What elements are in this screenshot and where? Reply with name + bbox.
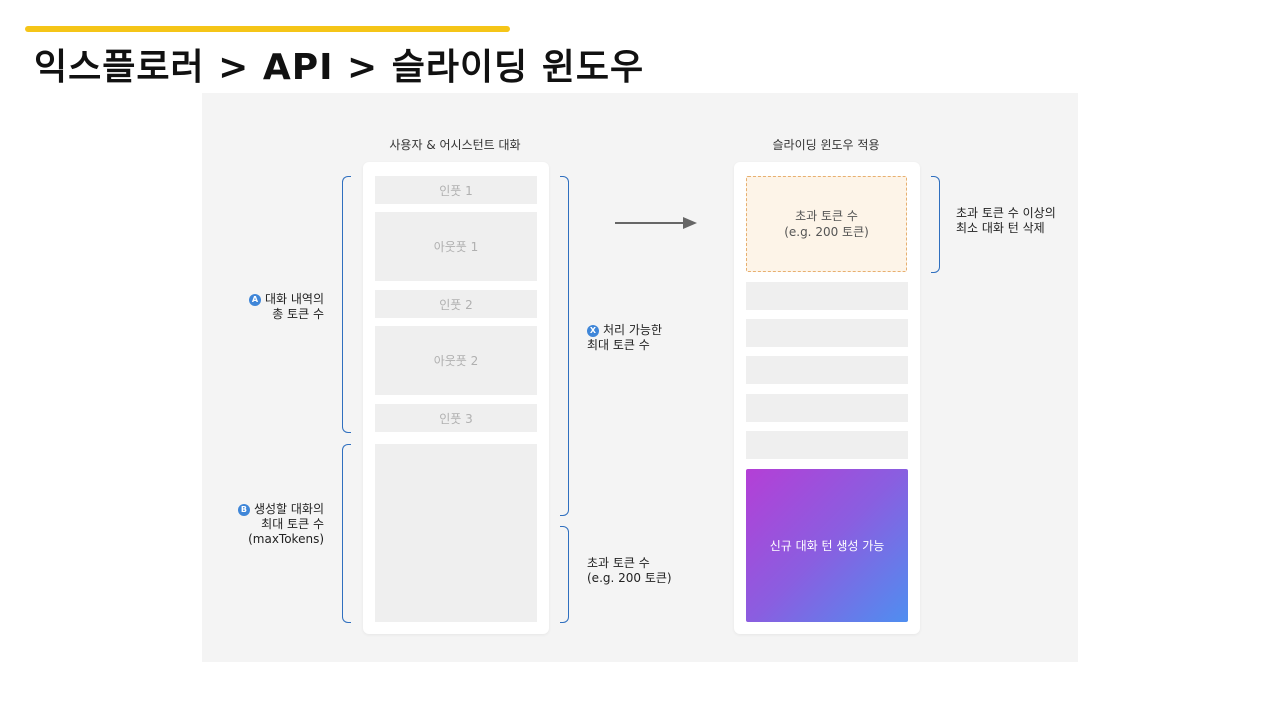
left-column-title: 사용자 & 어시스턴트 대화 [389, 138, 521, 152]
arrow-icon [615, 217, 697, 229]
input-block-3: 인풋 3 [375, 404, 537, 432]
bracket-b [342, 444, 351, 623]
generation-block [375, 444, 537, 622]
annotation-delete: 초과 토큰 수 이상의 최소 대화 턴 삭제 [956, 206, 1056, 235]
accent-bar [25, 26, 510, 32]
badge-b: B [237, 504, 250, 516]
input-block-1: 인풋 1 [375, 176, 537, 204]
bracket-a [342, 176, 351, 433]
history-block [746, 282, 908, 310]
history-block [746, 431, 908, 459]
bracket-x [560, 176, 569, 516]
right-column-title: 슬라이딩 윈도우 적용 [772, 138, 880, 152]
annotation-excess: 초과 토큰 수 (e.g. 200 토큰) [587, 556, 672, 585]
bracket-excess [560, 526, 569, 623]
input-block-2: 인풋 2 [375, 290, 537, 318]
output-block-1: 아웃풋 1 [375, 212, 537, 281]
bracket-delete [931, 176, 940, 273]
history-block [746, 319, 908, 347]
excess-token-block: 초과 토큰 수 (e.g. 200 토큰) [746, 176, 907, 272]
history-block [746, 394, 908, 422]
badge-x: X [587, 325, 599, 337]
badge-a: A [248, 294, 261, 306]
history-block [746, 356, 908, 384]
diagram-canvas: 사용자 & 어시스턴트 대화 인풋 1 아웃풋 1 인풋 2 아웃풋 2 인풋 … [202, 93, 1078, 662]
page-title: 익스플로러 > API > 슬라이딩 윈도우 [34, 47, 645, 88]
new-turn-block: 신규 대화 턴 생성 가능 [746, 469, 908, 622]
output-block-2: 아웃풋 2 [375, 326, 537, 395]
